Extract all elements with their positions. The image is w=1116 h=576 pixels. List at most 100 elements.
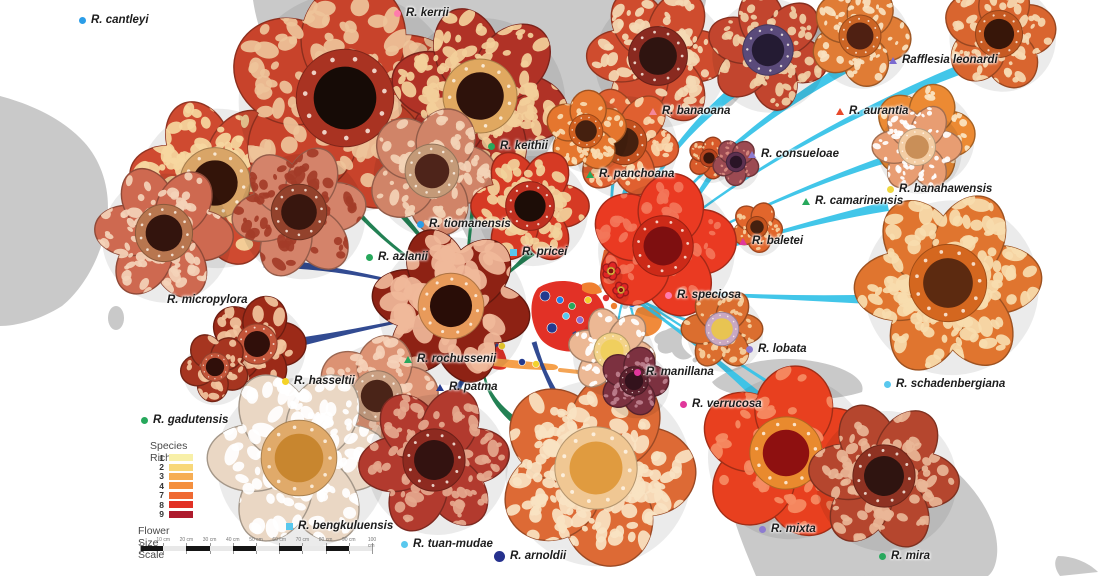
rafflesia-flower-illustration bbox=[612, 281, 630, 304]
scale-segment bbox=[325, 546, 349, 551]
richness-value: 1 bbox=[159, 452, 164, 463]
location-dot bbox=[518, 358, 526, 366]
rafflesia-flower-illustration bbox=[808, 404, 960, 552]
species-name: R. patma bbox=[449, 381, 498, 393]
circle-marker bbox=[884, 380, 891, 388]
species-label-r-mixta: R. mixta bbox=[759, 523, 816, 535]
species-name: R. banahawensis bbox=[899, 183, 993, 195]
circle-marker bbox=[634, 368, 641, 376]
triangle-marker bbox=[836, 107, 844, 115]
species-name: R. consueloae bbox=[761, 148, 839, 160]
species-label-r-micropylora: R. micropylora bbox=[167, 294, 248, 306]
flower-opening bbox=[864, 456, 904, 496]
species-label-r-rochussenii: R. rochussenii bbox=[404, 353, 496, 365]
circle-marker bbox=[887, 185, 894, 193]
flower-opening bbox=[281, 194, 317, 230]
ribbon bbox=[627, 201, 889, 282]
species-name: R. kerrii bbox=[406, 7, 449, 19]
species-name: Rafflesia leonardi bbox=[902, 54, 998, 66]
scale-tick bbox=[372, 543, 373, 554]
location-dot bbox=[610, 302, 618, 310]
species-label-r-mira: R. mira bbox=[879, 550, 930, 562]
flower-opening bbox=[643, 226, 683, 266]
rafflesia-flower-illustration bbox=[470, 151, 590, 267]
richness-level-row: 1 bbox=[138, 452, 193, 463]
triangle-marker bbox=[889, 56, 897, 64]
scale-segment bbox=[232, 546, 256, 551]
flower-opening bbox=[711, 318, 733, 340]
circle-marker bbox=[488, 142, 495, 150]
species-label-r-baletei: R. baletei bbox=[739, 235, 803, 247]
scale-segment bbox=[140, 546, 164, 551]
rafflesia-flower-illustration bbox=[546, 89, 628, 174]
species-label-r-camarinensis: R. camarinensis bbox=[802, 195, 903, 207]
richness-value: 9 bbox=[159, 509, 164, 520]
species-label-r-verrucosa: R. verrucosa bbox=[680, 398, 762, 410]
flower-opening bbox=[923, 258, 973, 308]
circle-marker bbox=[282, 377, 289, 385]
species-label-r-lobata: R. lobata bbox=[746, 343, 807, 355]
scale-tick-label: 40 cm bbox=[225, 537, 240, 543]
circle-marker bbox=[665, 291, 672, 299]
richness-swatch bbox=[169, 454, 193, 462]
richness-swatch bbox=[169, 501, 193, 509]
flower-opening bbox=[905, 135, 929, 159]
richness-value: 3 bbox=[159, 471, 164, 482]
richness-level-row: 4 bbox=[138, 480, 193, 491]
species-name: R. lobata bbox=[758, 343, 807, 355]
flower-opening bbox=[456, 72, 504, 120]
triangle-marker bbox=[748, 150, 756, 158]
flower-opening bbox=[274, 433, 324, 483]
flower-opening bbox=[751, 33, 785, 67]
species-label-r-patma: R. patma bbox=[436, 381, 498, 393]
richness-value: 4 bbox=[159, 480, 164, 491]
flower-opening bbox=[608, 268, 614, 274]
species-name: R. baletei bbox=[752, 235, 804, 247]
species-name: R. speciosa bbox=[677, 289, 741, 301]
scale-segment bbox=[348, 546, 372, 551]
species-name: R. hasseltii bbox=[294, 375, 355, 387]
flower-opening bbox=[429, 284, 473, 328]
triangle-marker bbox=[586, 170, 594, 178]
richness-value: 2 bbox=[159, 462, 164, 473]
species-label-r-panchoana: R. panchoana bbox=[586, 168, 674, 180]
richness-level-row: 9 bbox=[138, 509, 193, 520]
scale-tick-label: 30 cm bbox=[202, 537, 217, 543]
flower-opening bbox=[244, 331, 270, 357]
species-label-r-tiomanensis: R. tiomanensis bbox=[417, 218, 511, 230]
scale-tick-label: 100 cm bbox=[367, 537, 377, 549]
scale-tick-label: 50 cm bbox=[249, 537, 263, 543]
rafflesia-flower-illustration bbox=[732, 202, 784, 257]
scale-segment bbox=[256, 546, 280, 551]
species-name: R. aurantia bbox=[849, 105, 909, 117]
rafflesia-flower-illustration bbox=[94, 168, 234, 303]
species-label-r-kerrii: R. kerrii bbox=[394, 7, 449, 19]
flower-opening bbox=[414, 153, 450, 189]
species-label-r-schadenbergiana: R. schadenbergiana bbox=[884, 378, 1005, 390]
location-dot bbox=[532, 360, 540, 368]
flower-opening bbox=[575, 120, 597, 142]
circle-marker bbox=[394, 9, 401, 17]
ribbon bbox=[625, 172, 715, 283]
circle-marker bbox=[79, 16, 86, 24]
scale-segment bbox=[302, 546, 326, 551]
location-dot bbox=[568, 302, 576, 310]
species-label-r-arnoldii: R. arnoldii bbox=[494, 550, 566, 562]
ribbon bbox=[620, 57, 859, 271]
species-label-r-cantleyi: R. cantleyi bbox=[79, 14, 149, 26]
species-label-r-bengkuluensis: R. bengkuluensis bbox=[286, 520, 393, 532]
rafflesia-flower-illustration bbox=[231, 146, 367, 280]
species-name: R. rochussenii bbox=[417, 353, 497, 365]
flower-opening bbox=[750, 220, 764, 234]
rafflesia-flower-illustration bbox=[945, 0, 1057, 92]
richness-level-row: 2 bbox=[138, 462, 193, 473]
species-name: R. gadutensis bbox=[153, 414, 229, 426]
scale-tick-label: 10 cm bbox=[156, 537, 170, 543]
rafflesia-flower-illustration bbox=[712, 139, 760, 190]
scale-segment bbox=[209, 546, 233, 551]
flower-opening bbox=[703, 152, 715, 164]
richness-level-row: 8 bbox=[138, 500, 193, 510]
